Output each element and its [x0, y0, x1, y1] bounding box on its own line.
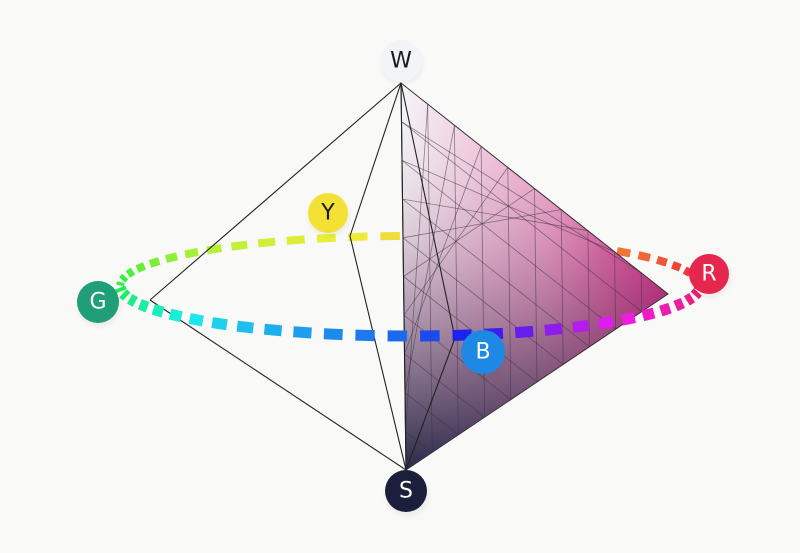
- node-yellow-circle: [308, 193, 348, 233]
- hue-ring-segment: [673, 297, 685, 312]
- hue-ring-segment: [641, 307, 656, 322]
- section-grid-line: [404, 125, 455, 393]
- hue-ring-segment: [572, 319, 590, 333]
- hue-ring-segment: [659, 302, 672, 317]
- solid-edge: [149, 299, 407, 471]
- hue-ring-segment: [236, 320, 254, 334]
- node-yellow: Y: [305, 192, 353, 240]
- hue-ring-segment: [151, 304, 165, 318]
- hue-ring-segment: [168, 308, 183, 323]
- section-grid-line: [405, 104, 429, 432]
- hue-ring-segment: [135, 262, 147, 273]
- node-black: S: [382, 470, 432, 520]
- section-grid-line: [404, 146, 482, 355]
- hue-ring-segment: [125, 267, 136, 278]
- node-green-circle: [77, 281, 119, 323]
- section-grid-line: [402, 198, 590, 348]
- node-yellow-label: Y: [320, 201, 335, 226]
- hue-ring-segment: [165, 252, 179, 263]
- solid-edge: [400, 82, 456, 339]
- hue-ring-segment: [116, 281, 125, 287]
- hue-ring-segment: [637, 251, 651, 262]
- hue-ring-segment: [211, 317, 228, 331]
- node-white-label: W: [390, 49, 412, 74]
- node-blue-label: B: [475, 340, 490, 365]
- hue-ring-segment: [257, 237, 276, 248]
- hue-ring-segment: [119, 273, 129, 283]
- hue-ring-segment: [126, 294, 139, 307]
- hue-ring-segment: [621, 312, 636, 326]
- node-white: W: [378, 40, 426, 88]
- section-grid-line: [403, 276, 538, 383]
- hue-ring-segment: [119, 289, 131, 301]
- hue-ring-segment: [544, 323, 563, 336]
- solid-edge: [400, 82, 407, 471]
- section-shade-gradient: [401, 83, 668, 470]
- section-grid-line: [534, 188, 538, 383]
- hue-ring-segment: [655, 255, 668, 267]
- hue-ring-segment: [184, 247, 199, 259]
- hue-ring-segment: [137, 299, 150, 313]
- section-grid-line: [403, 188, 535, 277]
- cross-section-triangle: [400, 81, 669, 471]
- hue-ring-segment: [115, 285, 127, 294]
- hue-ring-segment: [263, 323, 283, 337]
- solid-edges: [149, 82, 456, 471]
- hue-ring-segment: [514, 325, 534, 339]
- section-grid-line: [587, 230, 590, 347]
- section-grid-line: [403, 314, 512, 400]
- solid-edge: [349, 235, 407, 471]
- hue-ring-segment: [188, 313, 204, 327]
- solid-edge: [405, 337, 456, 471]
- solid-edge: [149, 82, 402, 301]
- hue-ring-segment: [230, 240, 248, 251]
- section-grid-line: [614, 251, 616, 330]
- node-blue: B: [458, 329, 510, 381]
- node-blue-circle: [461, 330, 505, 374]
- hue-ring-segment: [348, 232, 368, 242]
- section-grid-line: [404, 353, 485, 418]
- node-white-circle: [380, 40, 422, 82]
- hue-ring-segment: [206, 244, 223, 255]
- solid-edge: [349, 82, 402, 237]
- node-black-circle: [385, 470, 427, 512]
- node-black-label: S: [399, 479, 413, 504]
- hue-ring-segment: [148, 257, 161, 268]
- hue-ring-segment: [323, 328, 343, 341]
- hue-ring-segment: [293, 326, 312, 339]
- node-red-circle: [689, 254, 729, 294]
- hue-ring-segment: [616, 247, 632, 258]
- hue-ring-segment: [286, 235, 305, 245]
- section-grid-line: [640, 272, 643, 312]
- hue-ring-segment: [671, 261, 682, 272]
- section-grid-line: [403, 167, 509, 316]
- hue-ring-segment: [597, 316, 614, 330]
- hue-ring-segment: [683, 292, 696, 306]
- node-red-label: R: [701, 262, 716, 287]
- node-green-label: G: [89, 290, 106, 315]
- node-red: R: [686, 253, 734, 301]
- hue-ring-segment: [355, 329, 375, 342]
- section-grid-line: [404, 392, 459, 436]
- section-grid-line: [405, 430, 433, 453]
- node-green: G: [74, 280, 124, 330]
- section-grid-line: [560, 209, 564, 365]
